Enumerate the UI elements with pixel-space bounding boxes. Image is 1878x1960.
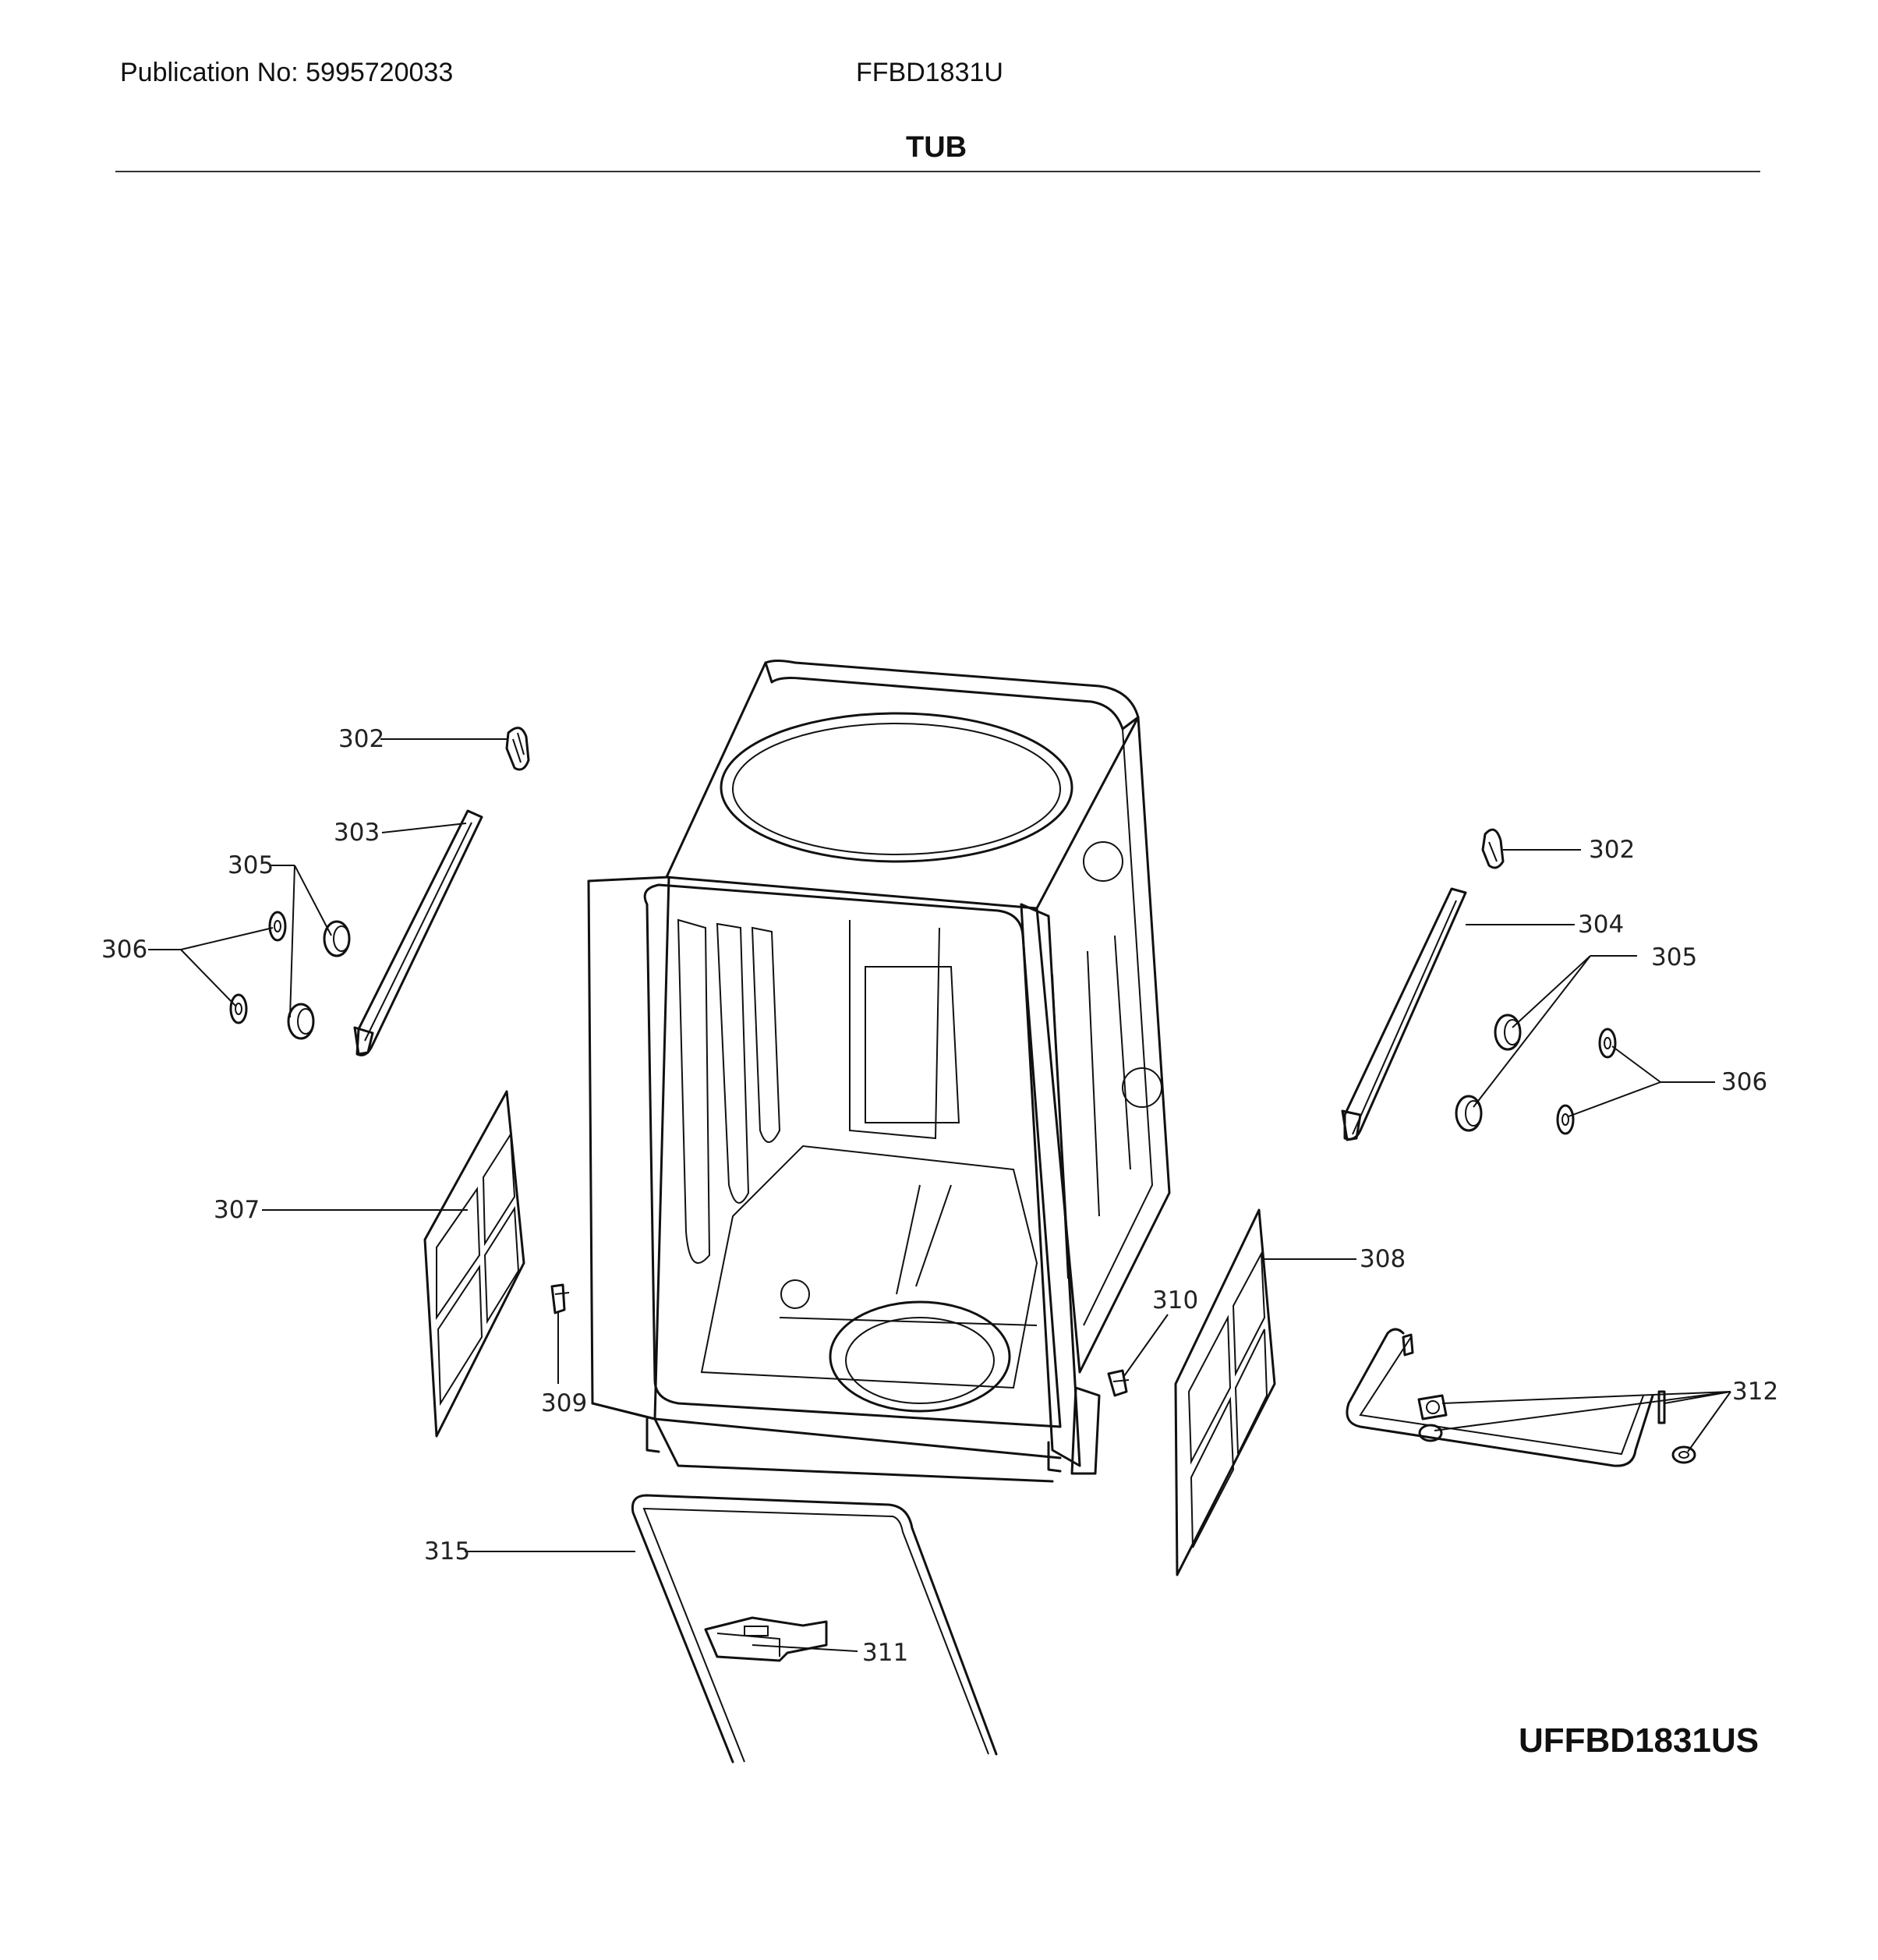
callout-305-right: 305 (1651, 943, 1697, 971)
part-305-right (1455, 1014, 1522, 1132)
callout-308: 308 (1360, 1245, 1406, 1273)
section-title: TUB (906, 131, 967, 164)
callout-305-left: 305 (228, 851, 274, 879)
callout-307: 307 (214, 1196, 260, 1224)
leader-lines (148, 738, 1731, 1652)
part-306-left (229, 911, 287, 1024)
callout-302-left: 302 (338, 725, 384, 753)
tub-assembly (587, 660, 1171, 1483)
part-303-rail (353, 809, 483, 1056)
publication-number: Publication No: 5995720033 (120, 58, 454, 87)
part-311-latch (704, 1616, 828, 1662)
callout-309: 309 (541, 1389, 587, 1417)
part-306-right (1556, 1028, 1617, 1135)
callout-303: 303 (334, 819, 380, 847)
part-302-right (1481, 828, 1505, 869)
part-312-hose (1346, 1328, 1696, 1467)
callout-306-right: 306 (1721, 1068, 1767, 1096)
part-308-panel (1174, 1208, 1276, 1576)
part-315-gasket (631, 1494, 998, 1764)
callout-312: 312 (1732, 1378, 1778, 1406)
part-305-left (287, 920, 351, 1040)
part-307-panel (423, 1090, 525, 1438)
callout-302-right: 302 (1589, 836, 1635, 864)
callout-labels: 302 303 305 306 307 309 315 311 310 302 … (101, 725, 1778, 1667)
callout-315: 315 (424, 1537, 470, 1566)
callout-310: 310 (1152, 1286, 1198, 1314)
part-304-rail (1341, 887, 1467, 1141)
callout-304: 304 (1578, 911, 1624, 939)
callout-306-left: 306 (101, 936, 147, 964)
callout-311: 311 (862, 1639, 908, 1667)
part-309-clip (550, 1283, 570, 1314)
diagram-code: UFFBD1831US (1519, 1721, 1760, 1760)
header-divider (115, 171, 1760, 172)
model-number: FFBD1831U (856, 58, 1003, 87)
part-310-clip (1107, 1369, 1130, 1397)
part-302-left (505, 727, 530, 771)
